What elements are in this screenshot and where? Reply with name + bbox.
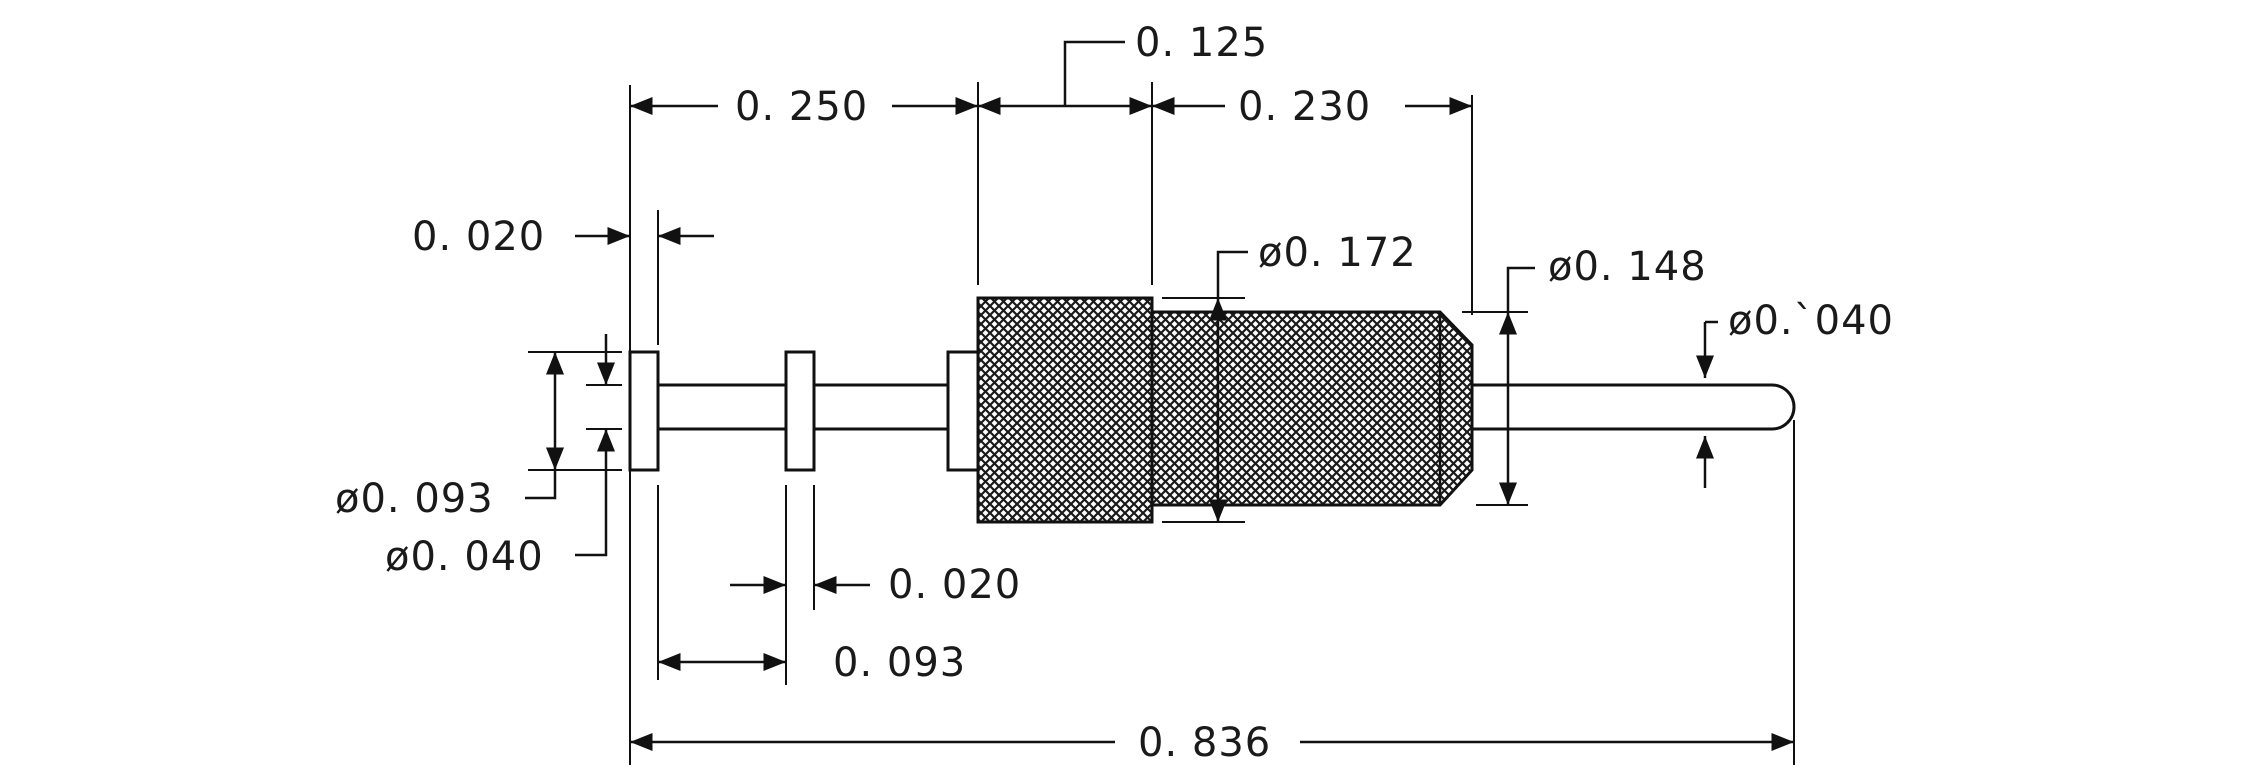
dim-0093-label: 0. 093: [833, 640, 966, 686]
dim-dia-0040-tip-label: ø0.`040: [1728, 298, 1894, 344]
collar: [946, 350, 980, 472]
dimension-labels: 0. 250 0. 125 0. 230 0. 020 ø0. 172 ø0. …: [335, 20, 1894, 766]
dim-0125-label: 0. 125: [1135, 20, 1268, 66]
flange-left: [628, 350, 660, 472]
dim-dia-0172-label: ø0. 172: [1258, 230, 1417, 276]
knurled-section-large: [976, 296, 1154, 524]
tip: [1470, 383, 1796, 431]
dim-0250-label: 0. 250: [735, 84, 868, 130]
dim-0836-label: 0. 836: [1138, 720, 1271, 766]
dim-dia-0040-left-label: ø0. 040: [385, 534, 544, 580]
pin-part: [628, 296, 1796, 524]
dim-0020-top-label: 0. 020: [412, 214, 545, 260]
dim-0230-label: 0. 230: [1238, 84, 1371, 130]
knurled-section-small: [1150, 310, 1474, 507]
dim-dia-0093-label: ø0. 093: [335, 476, 494, 522]
dim-0020-bottom-label: 0. 020: [888, 562, 1021, 608]
flange-middle: [784, 350, 816, 472]
dim-dia-0148-label: ø0. 148: [1548, 244, 1707, 290]
dimension-lines: [525, 40, 1794, 751]
